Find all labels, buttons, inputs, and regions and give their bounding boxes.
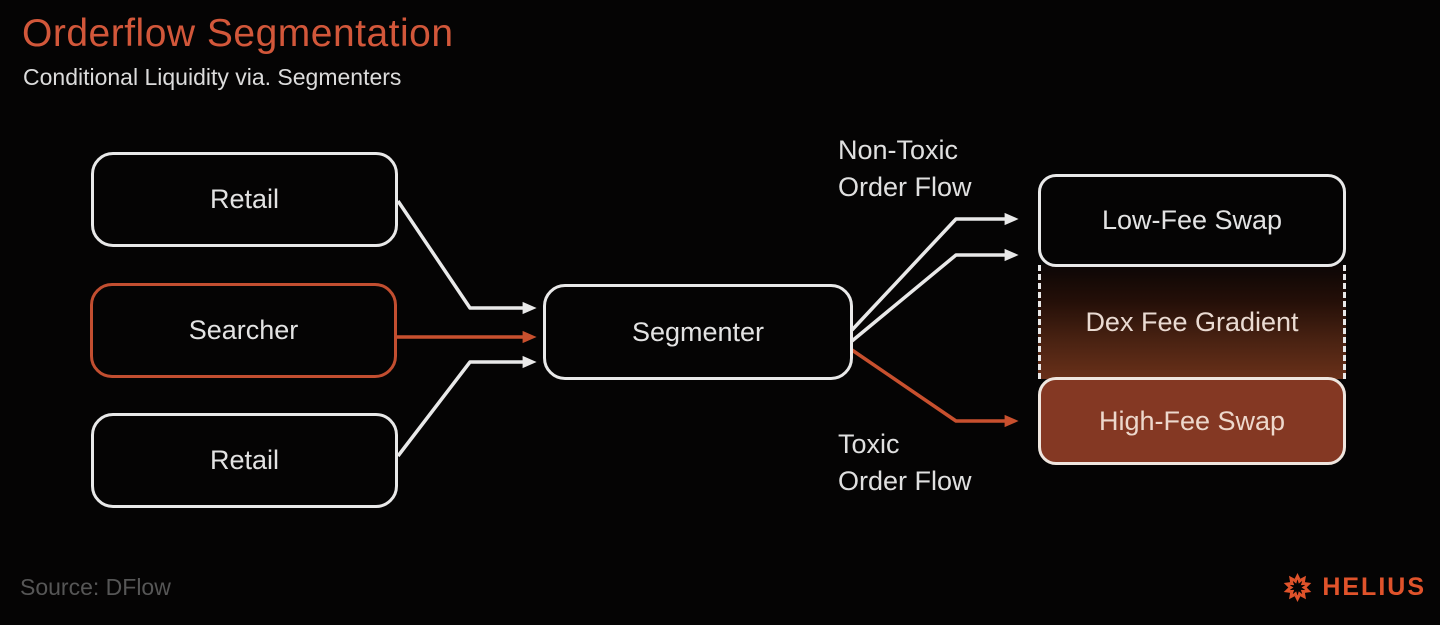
node-high-fee-swap: High-Fee Swap — [1038, 377, 1346, 465]
node-label: High-Fee Swap — [1098, 405, 1286, 436]
arrow-retail-bottom-to-segmenter — [396, 355, 537, 458]
arrow-segmenter-to-highfee — [851, 348, 1019, 428]
node-label: Dex Fee Gradient — [1085, 306, 1299, 337]
node-dex-fee-gradient: Dex Fee Gradient — [1038, 265, 1346, 379]
non-toxic-line1: Non-Toxic — [838, 135, 959, 165]
helius-logo: HELIUS — [1282, 572, 1426, 603]
non-toxic-line2: Order Flow — [838, 172, 972, 202]
toxic-flow-label: Toxic Order Flow — [838, 426, 972, 500]
non-toxic-flow-label: Non-Toxic Order Flow — [838, 132, 972, 206]
toxic-line2: Order Flow — [838, 466, 972, 496]
node-label: Searcher — [188, 315, 299, 345]
helius-wordmark: HELIUS — [1322, 573, 1426, 601]
source-attribution: Source: DFlow — [20, 574, 171, 600]
node-retail-top: Retail — [91, 152, 398, 247]
sunburst-icon — [1282, 572, 1314, 603]
node-label: Low-Fee Swap — [1101, 205, 1283, 235]
toxic-line1: Toxic — [838, 429, 900, 459]
arrow-retail-top-to-segmenter — [396, 200, 537, 315]
node-searcher: Searcher — [90, 283, 397, 378]
node-segmenter: Segmenter — [543, 284, 853, 380]
node-label: Retail — [209, 184, 280, 214]
page-title: Orderflow Segmentation — [22, 12, 454, 55]
node-label: Segmenter — [631, 316, 765, 347]
arrow-segmenter-to-lowfee-1 — [850, 212, 1019, 332]
node-low-fee-swap: Low-Fee Swap — [1038, 174, 1346, 267]
node-label: Retail — [209, 445, 280, 475]
node-retail-bottom: Retail — [91, 413, 398, 508]
page-subtitle: Conditional Liquidity via. Segmenters — [23, 64, 402, 90]
arrow-segmenter-to-lowfee-2 — [850, 248, 1019, 343]
